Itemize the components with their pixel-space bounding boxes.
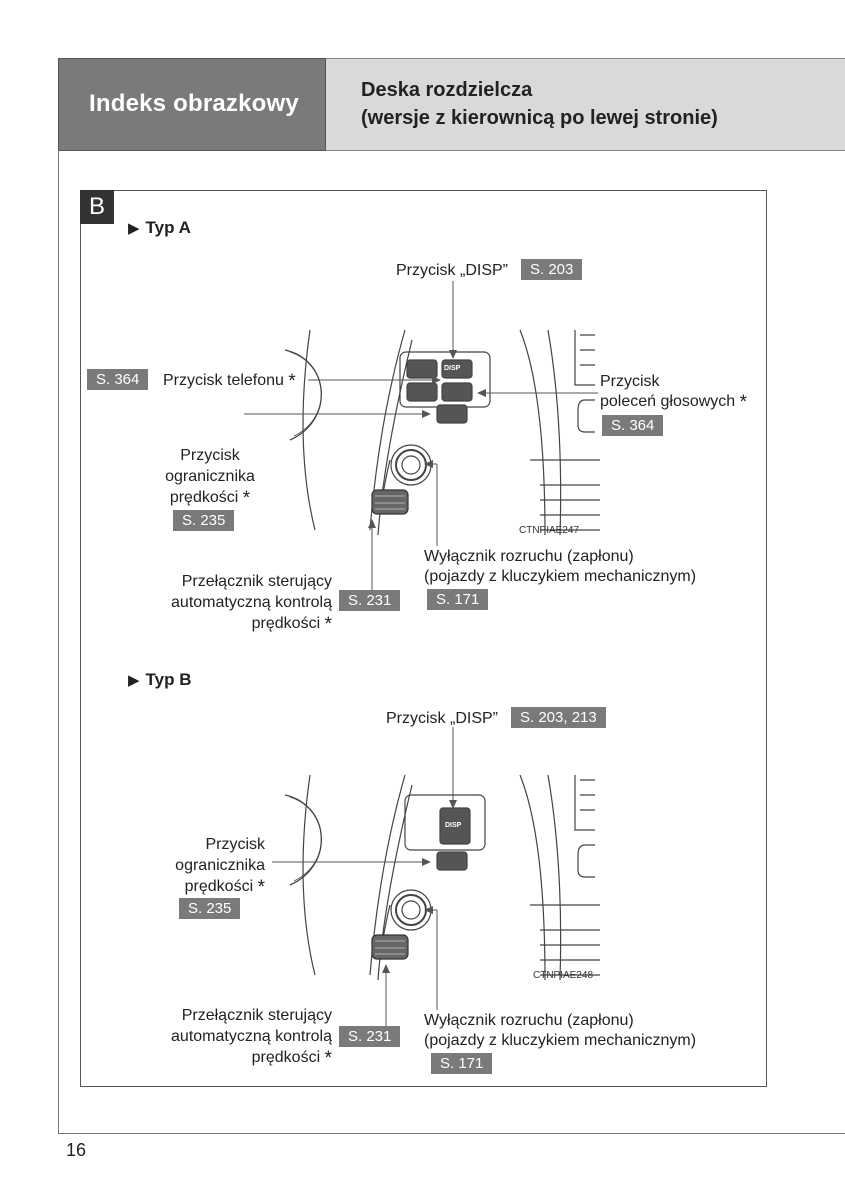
type-b-ignition-line2: (pojazdy z kluczykiem mechanicznym): [424, 1032, 697, 1049]
type-a-limiter-line1: Przycisk: [180, 447, 240, 464]
type-b-disp-label: Przycisk „DISP”: [386, 710, 498, 727]
page-header: Deska rozdzielcza (wersje z kierownicą p…: [326, 58, 845, 151]
type-b-ignition-ref[interactable]: S. 171: [431, 1053, 493, 1074]
type-a-ignition-line1: Wyłącznik rozruchu (zapłonu): [424, 548, 634, 565]
page-frame-bottom: [58, 1133, 845, 1134]
type-a-phone-ref[interactable]: S. 364: [87, 369, 149, 390]
type-a-cruise-line3: prędkości *: [251, 614, 332, 635]
type-a-illustration: [284, 329, 600, 536]
type-b-cruise-line2: automatyczną kontrolą: [171, 1028, 332, 1045]
type-a-ignition-line2: (pojazdy z kluczykiem mechanicznym): [424, 568, 697, 585]
page-title: Deska rozdzielcza: [361, 79, 533, 101]
type-b-disp-ref[interactable]: S. 203, 213: [511, 707, 606, 728]
type-a-cruise-line2: automatyczną kontrolą: [171, 594, 332, 611]
box-letter: B: [80, 190, 114, 224]
type-a-voice-ref[interactable]: S. 364: [602, 415, 664, 436]
type-b-cruise-ref[interactable]: S. 231: [339, 1026, 401, 1047]
type-a-image-code: CTNPIAE247: [519, 525, 580, 536]
type-a-voice-line2: poleceń głosowych *: [600, 392, 748, 413]
triangle-icon: ▶: [128, 220, 140, 237]
page-subtitle: (wersje z kierownicą po lewej stronie): [361, 107, 718, 129]
type-b-limiter-ref[interactable]: S. 235: [179, 898, 241, 919]
type-a-phone-label: Przycisk telefonu *: [163, 371, 296, 392]
type-b-limiter-line1: Przycisk: [205, 836, 265, 853]
type-a-cruise-line1: Przełącznik sterujący: [181, 573, 332, 590]
type-a-disp-label: Przycisk „DISP”: [396, 262, 508, 279]
section-header: Indeks obrazkowy: [58, 58, 326, 151]
type-b-limiter-line2: ogranicznika: [175, 857, 265, 874]
type-b-cruise-line3: prędkości *: [251, 1048, 332, 1069]
type-b-cruise-line1: Przełącznik sterujący: [181, 1007, 332, 1024]
type-b-title: ▶Typ B: [128, 670, 192, 689]
type-a-ignition-ref[interactable]: S. 171: [427, 589, 489, 610]
type-a-limiter-ref[interactable]: S. 235: [173, 510, 235, 531]
type-b-illustration: [284, 774, 600, 981]
section-title: Indeks obrazkowy: [89, 90, 299, 117]
type-a-disp-ref[interactable]: S. 203: [521, 259, 583, 280]
type-b-image-code: CTNPIAE248: [533, 970, 594, 981]
type-a-limiter-line2: ogranicznika: [165, 468, 255, 485]
type-a-title: ▶Typ A: [128, 218, 191, 237]
disp-button-text-a: DISP: [444, 365, 461, 372]
type-b-ignition-line1: Wyłącznik rozruchu (zapłonu): [424, 1012, 634, 1029]
page-number: 16: [66, 1140, 87, 1160]
content-box: [80, 190, 767, 1087]
page-frame-left: [58, 150, 59, 1133]
type-a-voice-line1: Przycisk: [600, 373, 660, 390]
type-a-limiter-line3: prędkości *: [169, 488, 251, 509]
disp-button-text-b: DISP: [445, 822, 462, 829]
type-a-cruise-ref[interactable]: S. 231: [339, 590, 401, 611]
type-b-limiter-line3: prędkości *: [184, 877, 265, 898]
triangle-icon: ▶: [128, 672, 140, 689]
